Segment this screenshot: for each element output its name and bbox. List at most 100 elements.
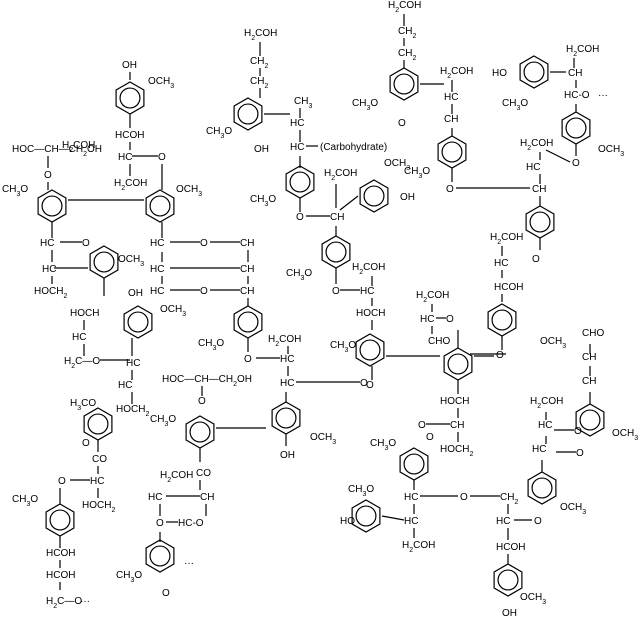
- atom-label-h2co: H2C—O: [64, 356, 100, 370]
- bond-line: [381, 515, 405, 521]
- aromatic-ring-circle: [393, 73, 415, 95]
- atom-label-ch3o: CH3O: [2, 184, 28, 198]
- atom-label-ch3o: CH3O: [330, 340, 356, 354]
- atom-label-och3: OCH3: [560, 502, 586, 516]
- atom-label-oh: OH: [502, 608, 517, 619]
- atom-label-hcoh: HCOH: [46, 548, 75, 559]
- atom-label-co: CO: [196, 468, 211, 479]
- atom-label-o: O: [534, 516, 542, 527]
- atom-label-ch2: CH2: [250, 56, 268, 70]
- atom-label-h3co: H3CO: [70, 398, 96, 412]
- atom-label-hoch: HOCH: [440, 396, 469, 407]
- atom-label-hco: HC-O: [178, 518, 204, 529]
- aromatic-ring-circle: [355, 505, 377, 527]
- atom-label-o: O: [426, 432, 434, 443]
- atom-label-o: O: [366, 380, 374, 391]
- atom-label-ch: CH: [330, 212, 344, 223]
- atom-label-hcoh: HCOH: [496, 542, 525, 553]
- atom-label-co: CO: [92, 454, 107, 465]
- aromatic-ring-circle: [403, 453, 425, 475]
- aromatic-ring-circle: [447, 353, 469, 375]
- atom-label-hc: HC: [118, 380, 132, 391]
- atom-label-hc: HC: [420, 314, 434, 325]
- atom-label-h2coh: H2COH: [352, 262, 385, 276]
- atom-label-hc: HC: [150, 264, 164, 275]
- atom-label-hc: HC: [360, 286, 374, 297]
- aromatic-ring: [123, 305, 153, 339]
- atom-label-hc: HC: [290, 142, 304, 153]
- atom-label-o: O: [200, 286, 208, 297]
- atom-label-ch3o: CH3O: [370, 438, 396, 452]
- bond-line: [545, 149, 571, 163]
- atom-label-h2coh: H2COH: [160, 470, 193, 484]
- atom-label-h2co: H2C—O: [46, 596, 82, 610]
- atom-label-o: O: [496, 350, 504, 361]
- aromatic-ring-circle: [531, 477, 553, 499]
- atom-label-h2coh: H2COH: [114, 178, 147, 192]
- atom-label-ch3o: CH3O: [116, 570, 142, 584]
- aromatic-ring-circle: [497, 569, 519, 591]
- aromatic-ring-circle: [93, 251, 115, 273]
- atom-label-och3: OCH3: [310, 432, 336, 446]
- atom-label-och3: OCH3: [598, 144, 624, 158]
- aromatic-ring-circle: [363, 185, 385, 207]
- atom-label-oh: OH: [254, 144, 269, 155]
- atom-label-hc: HC: [42, 264, 56, 275]
- atom-label-ch2: CH2: [500, 492, 518, 506]
- atom-label-hc: HC: [444, 92, 458, 103]
- aromatic-ring-circle: [149, 195, 171, 217]
- atom-label-o: O: [418, 420, 426, 431]
- aromatic-ring-circle: [119, 87, 141, 109]
- atom-label-o: O: [244, 354, 252, 365]
- atom-label-h2coh: H2COH: [566, 44, 599, 58]
- atom-label-ho: HO: [492, 68, 507, 79]
- atom-label-dots: ···: [184, 558, 194, 569]
- atom-label-hc: HC: [40, 238, 54, 249]
- atom-label-h2coh: H2COH: [402, 540, 435, 554]
- atom-label-o: O: [200, 238, 208, 249]
- atom-label-hc: HC: [538, 420, 552, 431]
- atom-label-ch: CH: [450, 420, 464, 431]
- atom-label-hoc_chain: HOC—CH—CH2OH: [12, 144, 102, 158]
- atom-label-ch: CH: [240, 238, 254, 249]
- atom-label-o: O: [446, 314, 454, 325]
- atom-label-o: O: [198, 396, 206, 407]
- atom-label-ch: CH: [240, 264, 254, 275]
- atom-label-hc: HC: [404, 516, 418, 527]
- atom-label-och3: OCH3: [118, 254, 144, 268]
- aromatic-ring: [389, 67, 419, 101]
- atom-label-ch: CH: [568, 68, 582, 79]
- atom-label-h2coh: H2COH: [520, 138, 553, 152]
- atom-label-o: O: [572, 158, 580, 169]
- atom-label-hc: HC: [526, 162, 540, 173]
- atom-label-dots: ···: [598, 90, 608, 101]
- atom-label-hoch2: HOCH2: [440, 444, 473, 458]
- atom-label-ch3o: CH3O: [206, 126, 232, 140]
- aromatic-ring-circle: [189, 421, 211, 443]
- atom-label-h2coh: H2COH: [530, 396, 563, 410]
- atom-label-ch3o: CH3O: [404, 166, 430, 180]
- atom-label-o: O: [532, 254, 540, 265]
- atom-label-hc: HC: [150, 238, 164, 249]
- aromatic-ring-circle: [325, 241, 347, 263]
- atom-label-o: O: [82, 438, 90, 449]
- atom-label-h2coh: H2COH: [490, 232, 523, 246]
- atom-label-hc: HC: [280, 354, 294, 365]
- atom-label-hcoh: HCOH: [115, 130, 144, 141]
- atom-label-h2coh: H2COH: [62, 140, 95, 154]
- atom-label-o: O: [446, 184, 454, 195]
- aromatic-ring-circle: [237, 311, 259, 333]
- atom-label-hc: HC: [496, 516, 510, 527]
- aromatic-ring-circle: [49, 509, 71, 531]
- aromatic-ring: [355, 333, 385, 367]
- atom-label-hoch: HOCH: [356, 308, 385, 319]
- aromatic-ring-circle: [441, 141, 463, 163]
- atom-label-o: O: [58, 476, 66, 487]
- atom-label-ch3o: CH3O: [352, 98, 378, 112]
- atom-label-hcoh: HCOH: [46, 570, 75, 581]
- atom-label-hc: HC: [532, 444, 546, 455]
- atom-label-h2coh: H2COH: [324, 168, 357, 182]
- atom-label-ch3o: CH3O: [150, 414, 176, 428]
- atom-label-och3: OCH3: [176, 184, 202, 198]
